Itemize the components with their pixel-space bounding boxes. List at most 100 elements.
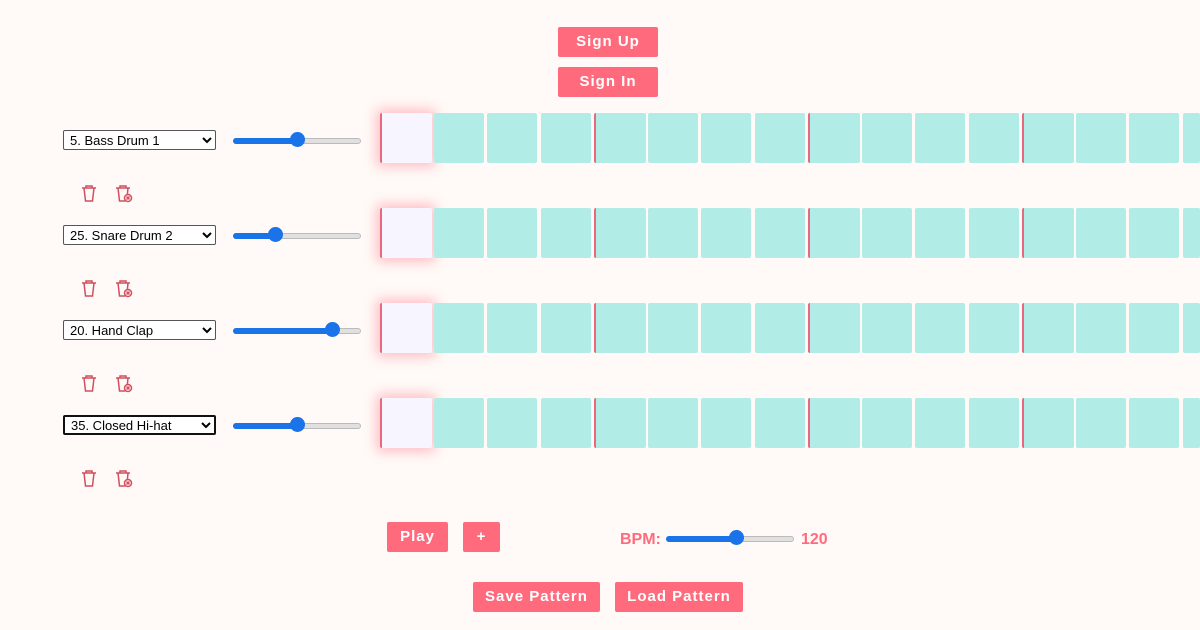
step-grid <box>380 208 1200 258</box>
step-cell[interactable] <box>968 208 1019 258</box>
step-cell[interactable] <box>808 398 860 448</box>
volume-slider-knob[interactable] <box>325 322 340 337</box>
step-cell[interactable] <box>540 398 591 448</box>
step-cell[interactable] <box>1182 208 1200 258</box>
track-actions <box>78 182 146 204</box>
volume-slider-fill <box>233 233 275 239</box>
step-cell[interactable] <box>701 303 751 353</box>
bpm-slider-knob[interactable] <box>729 530 744 545</box>
step-cell[interactable] <box>1075 113 1126 163</box>
sound-select[interactable]: 5. Bass Drum 1 <box>63 130 216 150</box>
trash-clear-icon[interactable] <box>112 467 134 489</box>
step-cell[interactable] <box>1182 303 1200 353</box>
signup-button[interactable]: Sign Up <box>558 27 658 57</box>
step-cell[interactable] <box>1075 303 1126 353</box>
step-cell[interactable] <box>487 113 537 163</box>
volume-slider-knob[interactable] <box>268 227 283 242</box>
step-cell[interactable] <box>1182 398 1200 448</box>
step-cell[interactable] <box>968 303 1019 353</box>
step-cell[interactable] <box>1022 303 1074 353</box>
step-cell[interactable] <box>754 113 805 163</box>
step-cell[interactable] <box>647 398 698 448</box>
step-cell[interactable] <box>1129 208 1179 258</box>
add-track-button[interactable]: + <box>463 522 500 552</box>
track-actions <box>78 372 146 394</box>
volume-slider[interactable] <box>233 322 361 338</box>
trash-clear-icon[interactable] <box>112 182 134 204</box>
trash-clear-icon[interactable] <box>112 277 134 299</box>
step-cell[interactable] <box>968 113 1019 163</box>
step-cell[interactable] <box>380 398 432 448</box>
step-cell[interactable] <box>540 113 591 163</box>
step-cell[interactable] <box>754 303 805 353</box>
step-cell[interactable] <box>433 208 484 258</box>
volume-slider[interactable] <box>233 132 361 148</box>
track-actions <box>78 277 146 299</box>
track-row: 5. Bass Drum 1 <box>0 110 1200 205</box>
step-cell[interactable] <box>1129 303 1179 353</box>
trash-icon[interactable] <box>78 372 100 394</box>
step-cell[interactable] <box>808 208 860 258</box>
load-pattern-button[interactable]: Load Pattern <box>615 582 743 612</box>
step-cell[interactable] <box>1022 398 1074 448</box>
step-cell[interactable] <box>968 398 1019 448</box>
step-cell[interactable] <box>1182 113 1200 163</box>
step-cell[interactable] <box>861 303 912 353</box>
step-cell[interactable] <box>380 303 432 353</box>
step-cell[interactable] <box>647 208 698 258</box>
step-cell[interactable] <box>861 398 912 448</box>
step-cell[interactable] <box>487 208 537 258</box>
step-cell[interactable] <box>540 303 591 353</box>
step-cell[interactable] <box>808 303 860 353</box>
step-cell[interactable] <box>433 113 484 163</box>
step-cell[interactable] <box>594 398 646 448</box>
step-cell[interactable] <box>433 398 484 448</box>
play-button[interactable]: Play <box>387 522 448 552</box>
trash-icon[interactable] <box>78 467 100 489</box>
step-cell[interactable] <box>808 113 860 163</box>
volume-slider-knob[interactable] <box>290 132 305 147</box>
step-cell[interactable] <box>1075 208 1126 258</box>
volume-slider[interactable] <box>233 227 361 243</box>
step-cell[interactable] <box>1022 113 1074 163</box>
step-cell[interactable] <box>915 113 965 163</box>
step-cell[interactable] <box>701 398 751 448</box>
step-cell[interactable] <box>1075 398 1126 448</box>
step-cell[interactable] <box>487 303 537 353</box>
bpm-slider[interactable] <box>666 530 794 546</box>
step-cell[interactable] <box>861 208 912 258</box>
step-cell[interactable] <box>754 208 805 258</box>
bpm-value: 120 <box>801 531 828 548</box>
step-cell[interactable] <box>861 113 912 163</box>
step-cell[interactable] <box>647 113 698 163</box>
step-cell[interactable] <box>647 303 698 353</box>
sound-select[interactable]: 35. Closed Hi-hat <box>63 415 216 435</box>
step-cell[interactable] <box>754 398 805 448</box>
step-cell[interactable] <box>915 303 965 353</box>
trash-clear-icon[interactable] <box>112 372 134 394</box>
volume-slider-knob[interactable] <box>290 417 305 432</box>
sound-select[interactable]: 20. Hand Clap <box>63 320 216 340</box>
trash-icon[interactable] <box>78 182 100 204</box>
step-cell[interactable] <box>1129 113 1179 163</box>
track-row: 20. Hand Clap <box>0 300 1200 395</box>
save-pattern-button[interactable]: Save Pattern <box>473 582 600 612</box>
step-cell[interactable] <box>487 398 537 448</box>
step-cell[interactable] <box>915 208 965 258</box>
step-cell[interactable] <box>701 208 751 258</box>
trash-icon[interactable] <box>78 277 100 299</box>
step-cell[interactable] <box>915 398 965 448</box>
step-cell[interactable] <box>1022 208 1074 258</box>
step-cell[interactable] <box>701 113 751 163</box>
signin-button[interactable]: Sign In <box>558 67 658 97</box>
step-cell[interactable] <box>380 208 432 258</box>
step-cell[interactable] <box>594 113 646 163</box>
sound-select[interactable]: 25. Snare Drum 2 <box>63 225 216 245</box>
volume-slider[interactable] <box>233 417 361 433</box>
step-cell[interactable] <box>380 113 432 163</box>
step-cell[interactable] <box>433 303 484 353</box>
step-cell[interactable] <box>1129 398 1179 448</box>
step-cell[interactable] <box>594 303 646 353</box>
step-cell[interactable] <box>594 208 646 258</box>
step-cell[interactable] <box>540 208 591 258</box>
